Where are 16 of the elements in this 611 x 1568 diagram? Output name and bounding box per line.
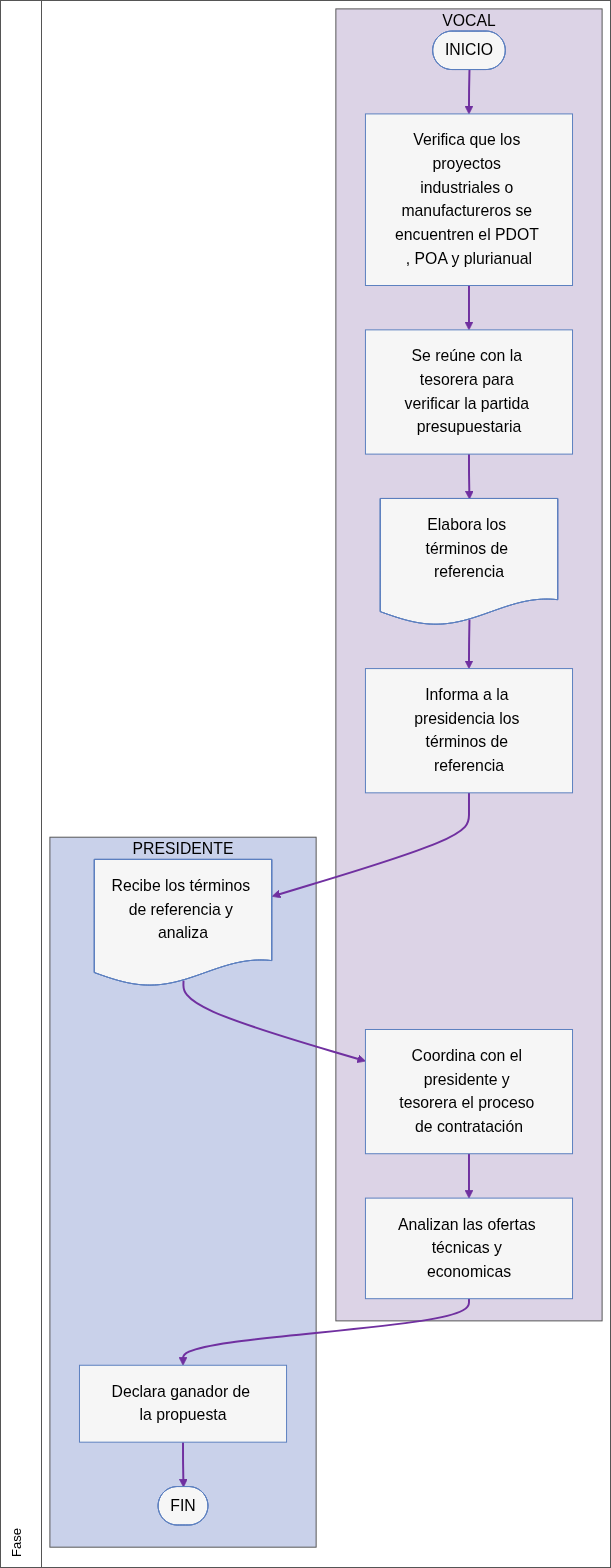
- arrow: [271, 791, 470, 899]
- node-box: Verifica que los proyectos industriales o manufactureros se encuentren el PDOT , POA y plurianual: [364, 113, 574, 286]
- node-box: Coordina con el presidente y tesorera el proceso de contratación: [364, 1029, 574, 1155]
- arrow: [464, 453, 474, 500]
- arrow: [464, 69, 474, 115]
- node-box: Informa a la presidencia los términos de referencia: [364, 668, 574, 794]
- arrow: [464, 1152, 474, 1199]
- phase-label: Fase: [9, 1528, 24, 1557]
- arrow: [464, 618, 474, 669]
- node-box: Se reúne con la tesorera para verificar la partida presupuestaria: [364, 329, 574, 455]
- arrow: [464, 284, 474, 331]
- node-box: Declara ganador de la propuesta: [78, 1364, 288, 1443]
- arrow: [179, 1441, 188, 1488]
- arrow: [182, 979, 366, 1064]
- arrow: [178, 1297, 470, 1366]
- node-box: Analizan las ofertas técnicas y economicas: [364, 1197, 574, 1300]
